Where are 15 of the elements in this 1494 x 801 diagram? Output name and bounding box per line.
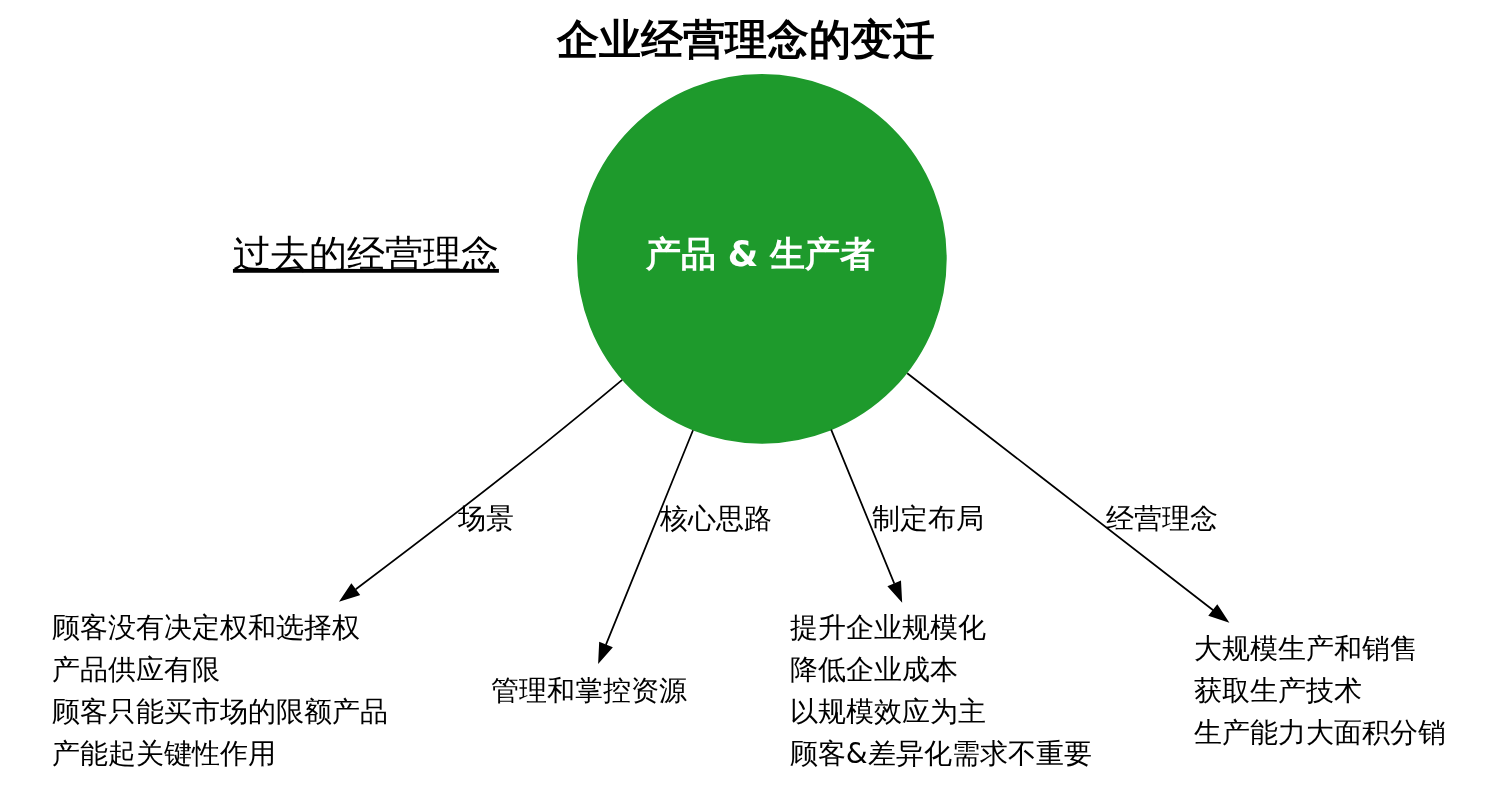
edge-label: 制定布局 [871, 502, 984, 536]
arrow [598, 429, 694, 665]
edge-label: 经营理念 [1106, 502, 1219, 536]
node-text: 管理和掌控资源 [490, 673, 687, 707]
node-text: 提升企业规模化 降低企业成本 以规模效应为主 顾客&差异化需求不重要 [789, 610, 1092, 770]
arrow [906, 372, 1230, 623]
node-text: 大规模生产和销售 获取生产技术 生产能力大面积分销 [1193, 631, 1446, 749]
label: 过去的经营理念 [232, 230, 499, 276]
edge-label: 场景 [457, 502, 514, 536]
node-text: 顾客没有决定权和选择权 产品供应有限 顾客只能买市场的限额产品 产能起关键性作用 [51, 610, 388, 770]
edge-label: 核心思路 [660, 502, 773, 536]
diagram-title: 企业经营理念的变迁 [557, 15, 936, 65]
arrow [830, 428, 903, 603]
node-circle: 产品 & 生产者 [577, 74, 947, 444]
arrow [338, 379, 624, 602]
